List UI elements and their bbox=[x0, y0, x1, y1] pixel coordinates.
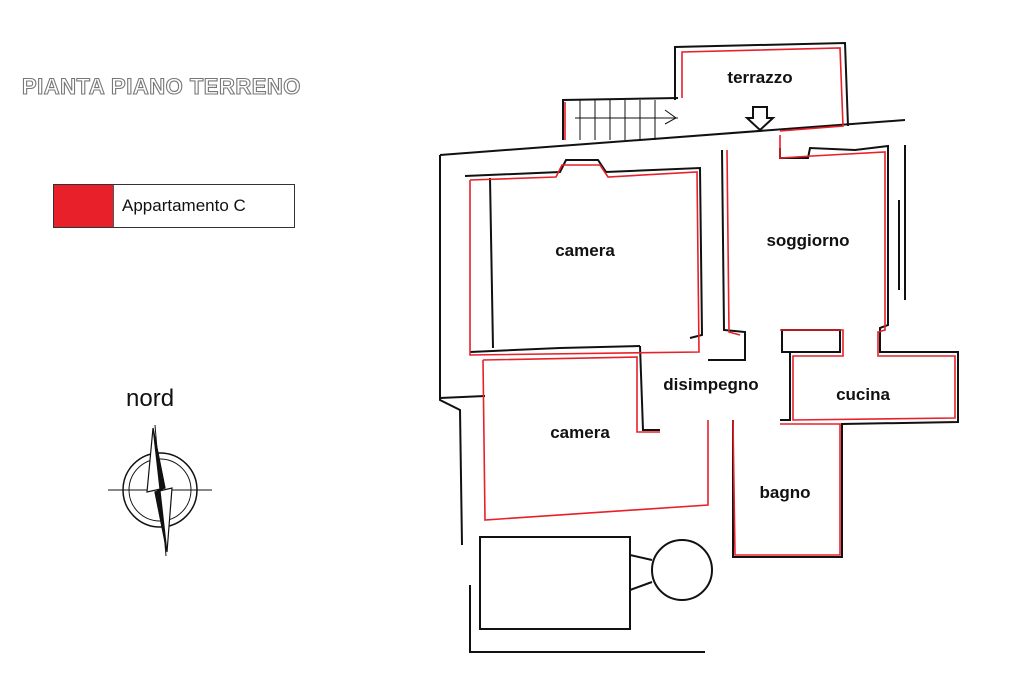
entrance-arrow-icon bbox=[744, 106, 776, 132]
legend: Appartamento C bbox=[53, 184, 295, 228]
legend-swatch bbox=[54, 185, 114, 227]
room-label-cucina: cucina bbox=[836, 385, 890, 404]
legend-label: Appartamento C bbox=[122, 196, 246, 215]
room-label-camera-top: camera bbox=[555, 241, 615, 260]
apartment-outline bbox=[469, 47, 956, 556]
room-label-bagno: bagno bbox=[760, 483, 811, 502]
room-label-camera-bottom: camera bbox=[550, 423, 610, 442]
room-label-soggiorno: soggiorno bbox=[766, 231, 849, 250]
plan-title: PIANTA PIANO TERRENO bbox=[21, 73, 301, 99]
north-label: nord bbox=[126, 385, 175, 412]
compass-icon bbox=[108, 424, 212, 557]
walls bbox=[439, 41, 959, 653]
room-label-terrazzo: terrazzo bbox=[727, 68, 792, 87]
room-label-disimpegno: disimpegno bbox=[663, 375, 758, 394]
